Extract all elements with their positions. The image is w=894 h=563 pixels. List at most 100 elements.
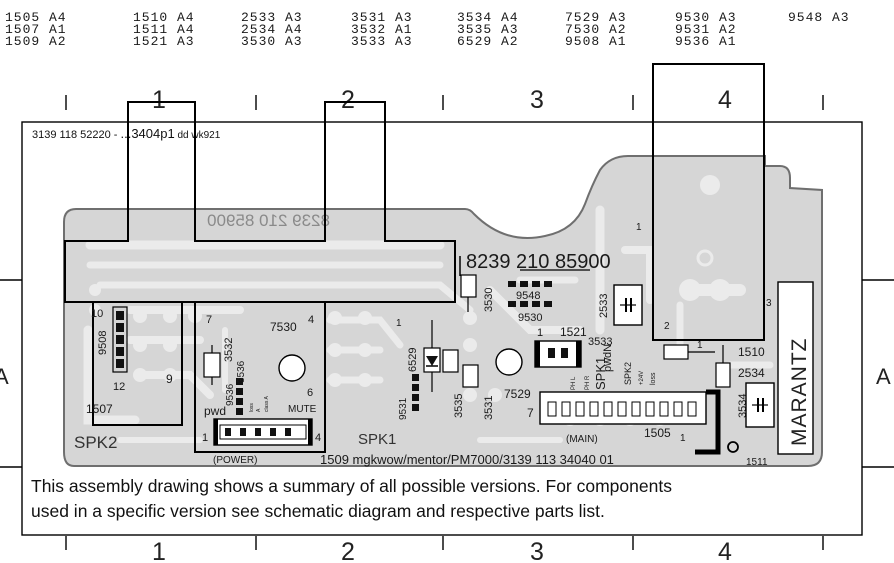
component-label: 1505 <box>644 426 671 440</box>
grid-frame <box>0 95 894 550</box>
index-entry: 9536 A1 <box>675 34 737 49</box>
index-entry: 9508 A1 <box>565 34 627 49</box>
component-label: 6529 <box>407 348 419 372</box>
diode-6529 <box>423 320 441 392</box>
index-entry: 1505 A4 <box>5 10 67 25</box>
resistor-3535 <box>442 349 459 373</box>
small-label: PH R <box>585 375 591 390</box>
connector-1509 <box>213 418 313 446</box>
index-column: 1510 A4 1511 A4 1521 A3 <box>133 10 195 49</box>
component-label: 9508 <box>97 331 109 355</box>
capacitor-2533 <box>613 284 643 326</box>
grid-row-letter: A <box>876 364 891 389</box>
pin-label: 6 <box>307 387 313 399</box>
pin-label: 1 <box>636 222 642 233</box>
connector-9508: 10 12 9508 <box>91 306 128 393</box>
pin-label: 4 <box>315 432 321 444</box>
index-entry: 1507 A1 <box>5 22 67 37</box>
note-line-1: This assembly drawing shows a summary of… <box>31 476 672 496</box>
component-label: 1521 <box>560 325 587 339</box>
component-label: 3531 <box>483 396 495 420</box>
index-entry: 3531 A3 <box>351 10 413 25</box>
drawing-code: 3139 118 52220 - ...3404p1 dd wk921 <box>32 126 221 141</box>
grid-column-number: 2 <box>341 86 355 114</box>
pin-label: 10 <box>91 308 103 320</box>
connector-label: SPK1 <box>358 431 396 448</box>
small-label: PH L <box>571 376 577 390</box>
component-label: 2533 <box>598 294 610 318</box>
connector-label: (POWER) <box>213 455 257 466</box>
component-index-table: 1505 A4 1507 A1 1509 A2 1510 A4 1511 A4 … <box>5 10 850 49</box>
pin-label: 7 <box>206 314 212 326</box>
version-outlines <box>64 63 765 453</box>
index-entry: 2533 A3 <box>241 10 303 25</box>
brand-label: MARANTZ <box>788 338 811 447</box>
index-entry: 1510 A4 <box>133 10 195 25</box>
resistor-3534 <box>715 362 731 388</box>
component-label: 9548 <box>516 290 540 302</box>
component-label: 3532 <box>223 338 235 362</box>
index-entry: 7529 A3 <box>565 10 627 25</box>
component-label: 7529 <box>504 387 531 401</box>
note-line-2: used in a specific version see schematic… <box>31 501 605 521</box>
index-column: 2533 A3 2534 A4 3530 A3 <box>241 10 303 49</box>
jumper-9548 <box>508 281 552 307</box>
pin-label: 2 <box>664 321 670 332</box>
pcb-outline <box>63 155 823 467</box>
board-number: 8239 210 85900 <box>466 251 611 273</box>
connector-label: MUTE <box>288 404 317 415</box>
index-entry: 3534 A4 <box>457 10 519 25</box>
connector-label: pwdN <box>602 344 614 372</box>
index-entry: 9530 A3 <box>675 10 737 25</box>
index-entry: 1509 A2 <box>5 34 67 49</box>
component-label: 3533 <box>588 336 612 348</box>
pin-label: 1 <box>537 327 543 339</box>
grid-column-number: 4 <box>718 538 732 563</box>
small-label: loss <box>650 372 657 385</box>
index-column: 7529 A3 7530 A2 9508 A1 <box>565 10 627 49</box>
resistor-3531 <box>462 364 479 388</box>
index-column: 3534 A4 3535 A3 6529 A2 <box>457 10 519 49</box>
mirrored-board-number: 8239 210 85900 <box>207 211 330 230</box>
connector-label: SPK2 <box>74 433 117 452</box>
mounting-hole <box>727 441 739 453</box>
index-entry: 3535 A3 <box>457 22 519 37</box>
index-entry: 3532 A1 <box>351 22 413 37</box>
resistor-3533 <box>663 344 689 360</box>
grid-column-number: 2 <box>341 538 355 563</box>
component-label: 3536 <box>236 360 247 383</box>
connector-9536 <box>236 378 243 415</box>
transistor-outline <box>278 354 306 382</box>
grid-row-letter: A <box>0 364 9 389</box>
pin-label: 1 <box>202 432 208 444</box>
index-column: 9548 A3 <box>788 10 850 25</box>
pin-label: 4 <box>308 314 314 326</box>
small-label: class A <box>264 395 270 412</box>
index-column: 3531 A3 3532 A1 3533 A3 <box>351 10 413 49</box>
resistor-3530 <box>460 274 477 298</box>
index-entry: 3533 A3 <box>351 34 413 49</box>
component-label: 1507 <box>86 402 113 416</box>
brand-box: MARANTZ <box>777 281 814 455</box>
index-entry: 3530 A3 <box>241 34 303 49</box>
grid-column-number: 1 <box>152 86 166 114</box>
resistor-3532 <box>203 352 221 378</box>
index-entry: 7530 A2 <box>565 22 627 37</box>
index-entry: 1511 A4 <box>133 22 195 37</box>
pin-label: 3 <box>766 298 772 309</box>
transistor-7529 <box>495 348 523 376</box>
index-entry: 9548 A3 <box>788 10 850 25</box>
component-label: 3535 <box>453 394 465 418</box>
component-label: 2534 <box>738 366 765 380</box>
connector-label: SPK1 <box>593 357 608 390</box>
connector-label: (MAIN) <box>566 434 598 445</box>
grid-column-number: 3 <box>530 86 544 114</box>
component-label: 1510 <box>738 345 765 359</box>
component-label: 9530 <box>518 312 542 324</box>
small-label: loss <box>249 403 255 412</box>
small-label: A <box>256 408 262 412</box>
index-column: 9530 A3 9531 A2 9536 A1 <box>675 10 737 49</box>
component-label: 9531 <box>398 397 409 420</box>
component-label: 1511 <box>746 457 768 468</box>
